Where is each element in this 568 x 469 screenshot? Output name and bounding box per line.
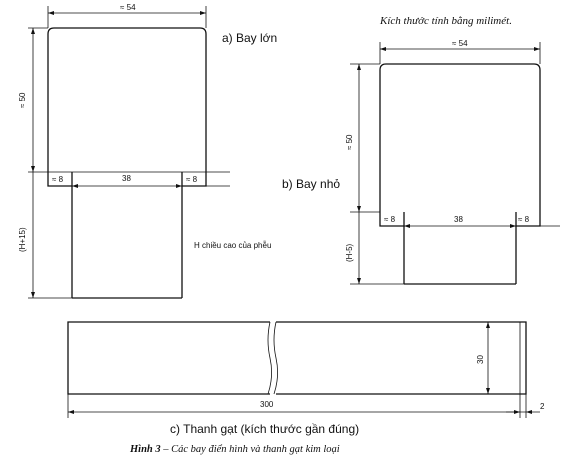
large-scoop-drawing	[28, 6, 230, 299]
large-dim-right-tab: ≈ 8	[186, 175, 198, 184]
small-scoop-drawing	[350, 42, 560, 285]
straightedge-drawing	[67, 321, 540, 418]
caption-figure-number: Hình 3	[129, 444, 161, 455]
small-dim-middle: 38	[454, 215, 463, 224]
large-dim-left-tab: ≈ 8	[52, 175, 64, 184]
straightedge-dim-height: 30	[476, 355, 485, 364]
large-dim-height: ≈ 50	[18, 92, 27, 108]
large-dim-lower-height: (H+15)	[18, 227, 27, 252]
caption-text: – Các bay điển hình và thanh gạt kim loạ…	[161, 444, 340, 455]
h-note: H chiều cao của phễu	[194, 241, 271, 250]
large-scoop-label: a) Bay lớn	[222, 31, 277, 45]
small-scoop-label: b) Bay nhỏ	[282, 177, 340, 191]
large-dim-top-width: ≈ 54	[120, 3, 136, 12]
figure-caption: Hình 3 – Các bay điển hình và thanh gạt …	[129, 444, 340, 455]
small-dim-top-width: ≈ 54	[452, 39, 468, 48]
small-dim-left-tab: ≈ 8	[384, 215, 396, 224]
straightedge-label: c) Thanh gạt (kích thước gần đúng)	[170, 422, 359, 436]
straightedge-dim-length: 300	[260, 400, 274, 409]
small-dim-lower-height: (H-5)	[345, 243, 354, 262]
unit-note: Kích thước tính bằng milimét.	[379, 15, 512, 27]
small-dim-height: ≈ 50	[345, 134, 354, 150]
small-dim-right-tab: ≈ 8	[518, 215, 530, 224]
straightedge-dim-thickness: 2	[540, 402, 545, 411]
large-dim-middle: 38	[122, 174, 131, 183]
